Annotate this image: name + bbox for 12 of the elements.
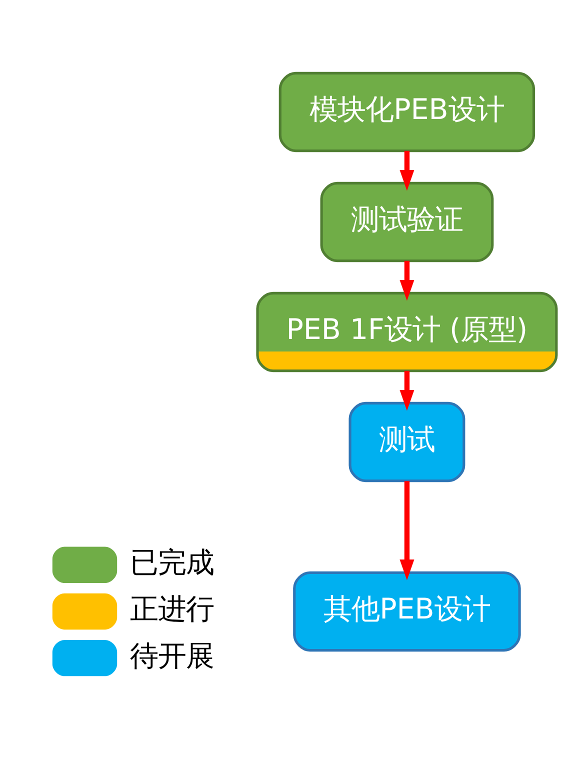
node-box: 其他PEB设计 (293, 571, 521, 652)
node-box: 测试验证 (320, 182, 494, 262)
legend-label: 正进行 (130, 592, 214, 626)
legend-label: 待开展 (130, 639, 214, 672)
arrow (400, 150, 414, 191)
legend-label: 已完成 (130, 546, 214, 580)
node-box: PEB 1F设计 (原型) (256, 292, 558, 372)
arrow (400, 260, 414, 301)
node-box: 测试 (348, 402, 466, 482)
arrow (400, 370, 414, 411)
arrow (400, 481, 414, 580)
node-box: 模块化PEB设计 (278, 72, 536, 152)
